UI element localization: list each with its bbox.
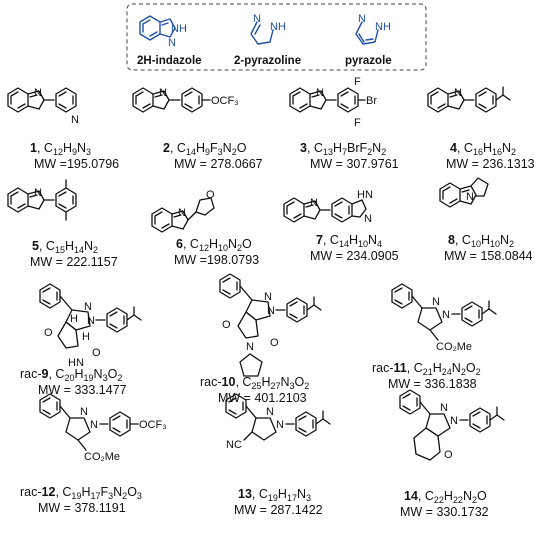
svg-text:N: N (159, 87, 167, 99)
svg-text:N: N (34, 187, 42, 199)
scaffold-name-2: 2-pyrazoline (234, 55, 301, 67)
compound-7-label: 7, C14H10N4 (316, 233, 382, 249)
svg-text:N: N (266, 406, 274, 418)
compound-9-mw: MW = 333.1477 (38, 383, 127, 397)
structure-10: N N O N O (219, 273, 322, 377)
svg-text:H: H (70, 313, 78, 325)
compound-13-label: 13, C19H17N3 (238, 487, 311, 503)
svg-text:N: N (87, 315, 95, 327)
structure-4: N (427, 86, 511, 113)
svg-text:N: N (90, 419, 98, 431)
svg-text:O: O (222, 319, 231, 331)
svg-text:N: N (454, 87, 462, 99)
compound-11-label: rac-11, C21H24N2O2 (372, 361, 481, 377)
svg-text:O: O (270, 337, 279, 349)
svg-text:N: N (276, 419, 284, 431)
svg-text:N: N (253, 13, 261, 25)
svg-text:HN: HN (68, 357, 84, 369)
nh-label: NH (171, 23, 187, 35)
structure-5: N (7, 179, 77, 221)
compound-1-label: 1, C12H9N3 (30, 141, 91, 157)
compound-12-mw: MW = 378.1191 (38, 501, 126, 515)
compound-3-label: 3, C13H7BrF2N2 (300, 141, 386, 157)
svg-text:F: F (354, 76, 361, 88)
compound-14-mw: MW = 330.1732 (400, 505, 489, 519)
svg-text:CO₂Me: CO₂Me (84, 451, 120, 463)
n-label: N (168, 37, 176, 49)
compound-5-label: 5, C15H14N2 (32, 239, 98, 255)
svg-text:CO₂Me: CO₂Me (436, 341, 472, 353)
svg-text:N: N (178, 207, 186, 219)
compound-10-mw: MW = 401.2103 (218, 391, 307, 405)
scaffold-pyrazoline: N NH (250, 13, 286, 45)
scaffold-box (126, 3, 427, 71)
structure-9: N N O HN O H H (39, 283, 142, 369)
compound-4-mw: MW = 236.1313 (446, 157, 535, 171)
svg-text:N: N (310, 197, 318, 209)
structure-2: N OCF₃ (132, 87, 239, 113)
compound-2-mw: MW = 278.0667 (174, 157, 263, 171)
compound-7-mw: MW = 234.0905 (310, 249, 399, 263)
svg-text:N: N (84, 301, 92, 313)
structure-11: N N CO₂Me (391, 283, 497, 353)
svg-text:OCF₃: OCF₃ (139, 419, 167, 431)
svg-text:NH: NH (270, 21, 286, 33)
compound-12-label: rac-12, C19H17F3N2O3 (20, 485, 142, 501)
svg-text:N: N (267, 305, 275, 317)
scaffold-name-3: pyrazole (345, 55, 392, 67)
compound-4-label: 4, C16H16N2 (450, 141, 516, 157)
svg-text:H: H (82, 331, 90, 343)
svg-text:OCF₃: OCF₃ (211, 95, 239, 107)
svg-text:N: N (358, 13, 366, 25)
svg-text:N: N (440, 402, 448, 414)
svg-text:N: N (466, 191, 474, 203)
svg-text:O: O (44, 327, 53, 339)
compound-11-mw: MW = 336.1838 (388, 377, 477, 391)
svg-text:N: N (450, 415, 458, 427)
svg-text:N: N (264, 291, 272, 303)
scaffold-indazole: NH N (139, 15, 187, 49)
compound-8-label: 8, C10H10N2 (448, 233, 514, 249)
svg-text:O: O (444, 449, 453, 461)
compound-2-label: 2, C14H9F3N2O (163, 141, 247, 157)
svg-text:O: O (206, 189, 215, 201)
compound-9-label: rac-9, C20H19N3O2 (20, 367, 122, 383)
svg-text:Br: Br (366, 95, 377, 107)
svg-text:N: N (34, 87, 42, 99)
compound-8-mw: MW = 158.0844 (444, 249, 533, 263)
svg-text:N: N (71, 114, 79, 126)
structure-1: N N (7, 87, 79, 126)
structure-7: N HN N (283, 189, 373, 225)
compound-14-label: 14, C22H22N2O (404, 489, 487, 505)
svg-text:HN: HN (357, 189, 373, 201)
svg-text:F: F (354, 117, 361, 129)
compound-1-mw: MW =195.0796 (34, 157, 119, 171)
structure-6: N O (151, 189, 215, 233)
svg-text:NH: NH (375, 21, 391, 33)
svg-text:N: N (432, 296, 440, 308)
structure-8: N (439, 177, 489, 208)
scaffold-name-1: 2H-indazole (137, 55, 202, 67)
svg-text:N: N (364, 213, 372, 225)
svg-text:N: N (246, 341, 254, 353)
structure-13: N N NC (225, 393, 331, 451)
scaffold-pyrazole: N NH (355, 13, 391, 45)
compound-6-label: 6, C12H10N2O (176, 237, 252, 253)
structure-12: N N OCF₃ CO₂Me (39, 393, 167, 463)
svg-text:N: N (442, 309, 450, 321)
compound-3-mw: MW = 307.9761 (310, 157, 399, 171)
svg-text:N: N (316, 87, 324, 99)
compound-6-mw: MW =198.0793 (174, 253, 259, 267)
svg-text:O: O (92, 347, 101, 359)
structure-3: N F F Br (289, 76, 377, 129)
svg-text:N: N (80, 406, 88, 418)
compound-5-mw: MW = 222.1157 (30, 255, 118, 269)
compound-10-label: rac-10, C25H27N3O2 (200, 375, 309, 391)
compound-13-mw: MW = 287.1422 (234, 503, 323, 517)
structure-14: N N O (399, 389, 505, 461)
svg-text:NC: NC (226, 439, 242, 451)
